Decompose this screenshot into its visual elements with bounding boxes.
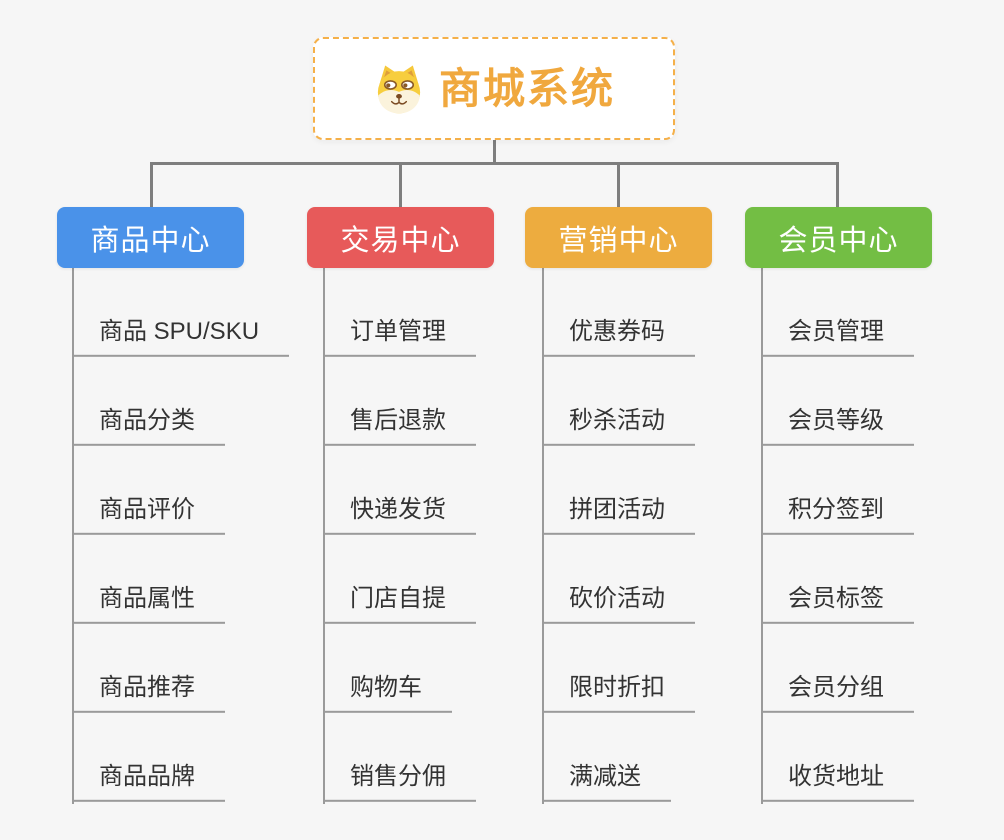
leaf-item[interactable]: 会员管理 [761, 316, 914, 357]
leaf-item[interactable]: 快递发货 [323, 494, 476, 535]
leaf-item[interactable]: 会员等级 [761, 405, 914, 446]
root-node[interactable]: 商城系统 [313, 37, 675, 140]
root-title: 商城系统 [438, 64, 615, 112]
leaf-item[interactable]: 售后退款 [323, 405, 476, 446]
leaf-item[interactable]: 会员标签 [761, 583, 914, 624]
leaf-item[interactable]: 优惠券码 [542, 316, 695, 357]
root-branch-connectors [150, 140, 839, 207]
branch-node-product-center[interactable]: 商品中心 [57, 207, 244, 268]
leaf-item[interactable]: 商品品牌 [72, 761, 225, 802]
leaf-item[interactable]: 收货地址 [761, 761, 914, 802]
leaf-item[interactable]: 商品分类 [72, 405, 225, 446]
leaf-item[interactable]: 购物车 [323, 672, 452, 713]
dog-face-icon [377, 64, 421, 113]
leaf-item[interactable]: 商品 SPU/SKU [72, 316, 290, 357]
branch-node-marketing-center[interactable]: 营销中心 [525, 207, 712, 268]
leaf-item[interactable]: 门店自提 [323, 583, 476, 624]
leaf-item[interactable]: 商品推荐 [72, 672, 225, 713]
leaf-item[interactable]: 销售分佣 [323, 761, 476, 802]
leaf-item[interactable]: 积分签到 [761, 494, 914, 535]
leaf-item[interactable]: 秒杀活动 [542, 405, 695, 446]
leaf-item[interactable]: 商品属性 [72, 583, 225, 624]
leaf-item[interactable]: 拼团活动 [542, 494, 695, 535]
branch-node-trade-center[interactable]: 交易中心 [307, 207, 494, 268]
leaf-item[interactable]: 砍价活动 [542, 583, 695, 624]
leaf-item[interactable]: 订单管理 [323, 316, 476, 357]
leaf-item[interactable]: 满减送 [542, 761, 671, 802]
leaf-item[interactable]: 限时折扣 [542, 672, 695, 713]
branch-node-member-center[interactable]: 会员中心 [745, 207, 932, 268]
leaf-item[interactable]: 会员分组 [761, 672, 914, 713]
leaf-item[interactable]: 商品评价 [72, 494, 225, 535]
